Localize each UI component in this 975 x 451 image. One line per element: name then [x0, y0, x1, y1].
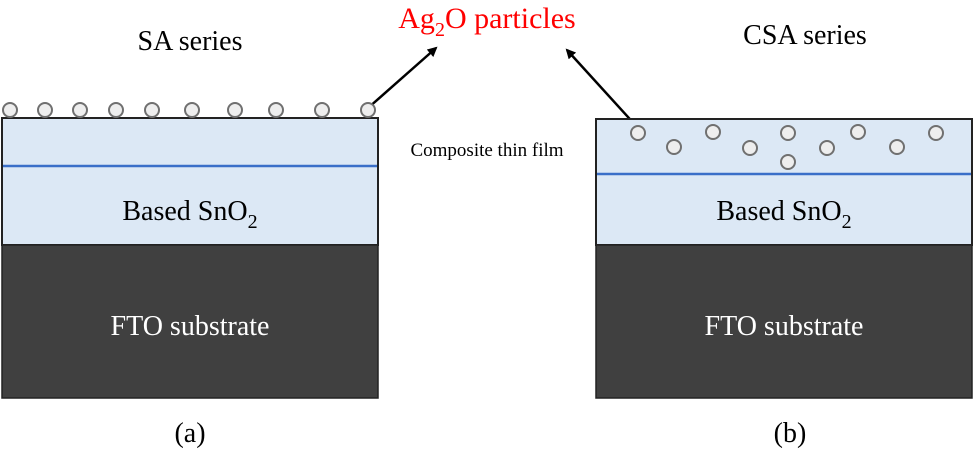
ag2o-particle	[780, 125, 796, 141]
panel-a: SA series Based SnO2 FTO substrate (a)	[1, 26, 379, 449]
ag2o-particle	[268, 102, 284, 118]
based-sno2-label-b: Based SnO2	[716, 196, 851, 233]
ag2o-particle	[819, 140, 835, 156]
film-layer-a	[1, 117, 379, 246]
ag2o-particle	[705, 124, 721, 140]
csa-series-label: CSA series	[743, 20, 867, 51]
ag2o-particle	[144, 102, 160, 118]
film-layer-b	[595, 118, 973, 246]
embedded-particles-b	[630, 124, 944, 170]
arrow-left	[367, 46, 438, 109]
ag2o-particles-label: Ag2O particles	[398, 2, 575, 41]
ag2o-particle	[72, 102, 88, 118]
arrow-right	[565, 48, 639, 129]
ag2o-particle	[108, 102, 124, 118]
composite-thin-film-label: Composite thin film	[410, 140, 563, 161]
ag2o-particle	[850, 124, 866, 140]
surface-particles-a	[2, 102, 376, 118]
ag2o-particle	[666, 139, 682, 155]
ag2o-particle	[928, 125, 944, 141]
ag2o-particle	[742, 140, 758, 156]
sa-series-label: SA series	[138, 26, 243, 57]
fto-substrate-a	[1, 244, 379, 399]
ag2o-particle	[630, 125, 646, 141]
ag2o-particle	[37, 102, 53, 118]
ag2o-particle	[314, 102, 330, 118]
fto-substrate-label-a: FTO substrate	[111, 311, 270, 342]
fto-substrate-b	[595, 244, 973, 399]
ag2o-particle	[360, 102, 376, 118]
fto-substrate-label-b: FTO substrate	[705, 311, 864, 342]
ag2o-particle	[227, 102, 243, 118]
ag2o-particle	[2, 102, 18, 118]
ag2o-particle	[184, 102, 200, 118]
panel-b: CSA series Based SnO2 FTO substrate (b)	[595, 20, 973, 449]
caption-a: (a)	[174, 418, 205, 449]
based-sno2-label-a: Based SnO2	[122, 196, 257, 233]
ag2o-particle	[780, 154, 796, 170]
caption-b: (b)	[774, 418, 807, 449]
ag2o-particle	[889, 139, 905, 155]
